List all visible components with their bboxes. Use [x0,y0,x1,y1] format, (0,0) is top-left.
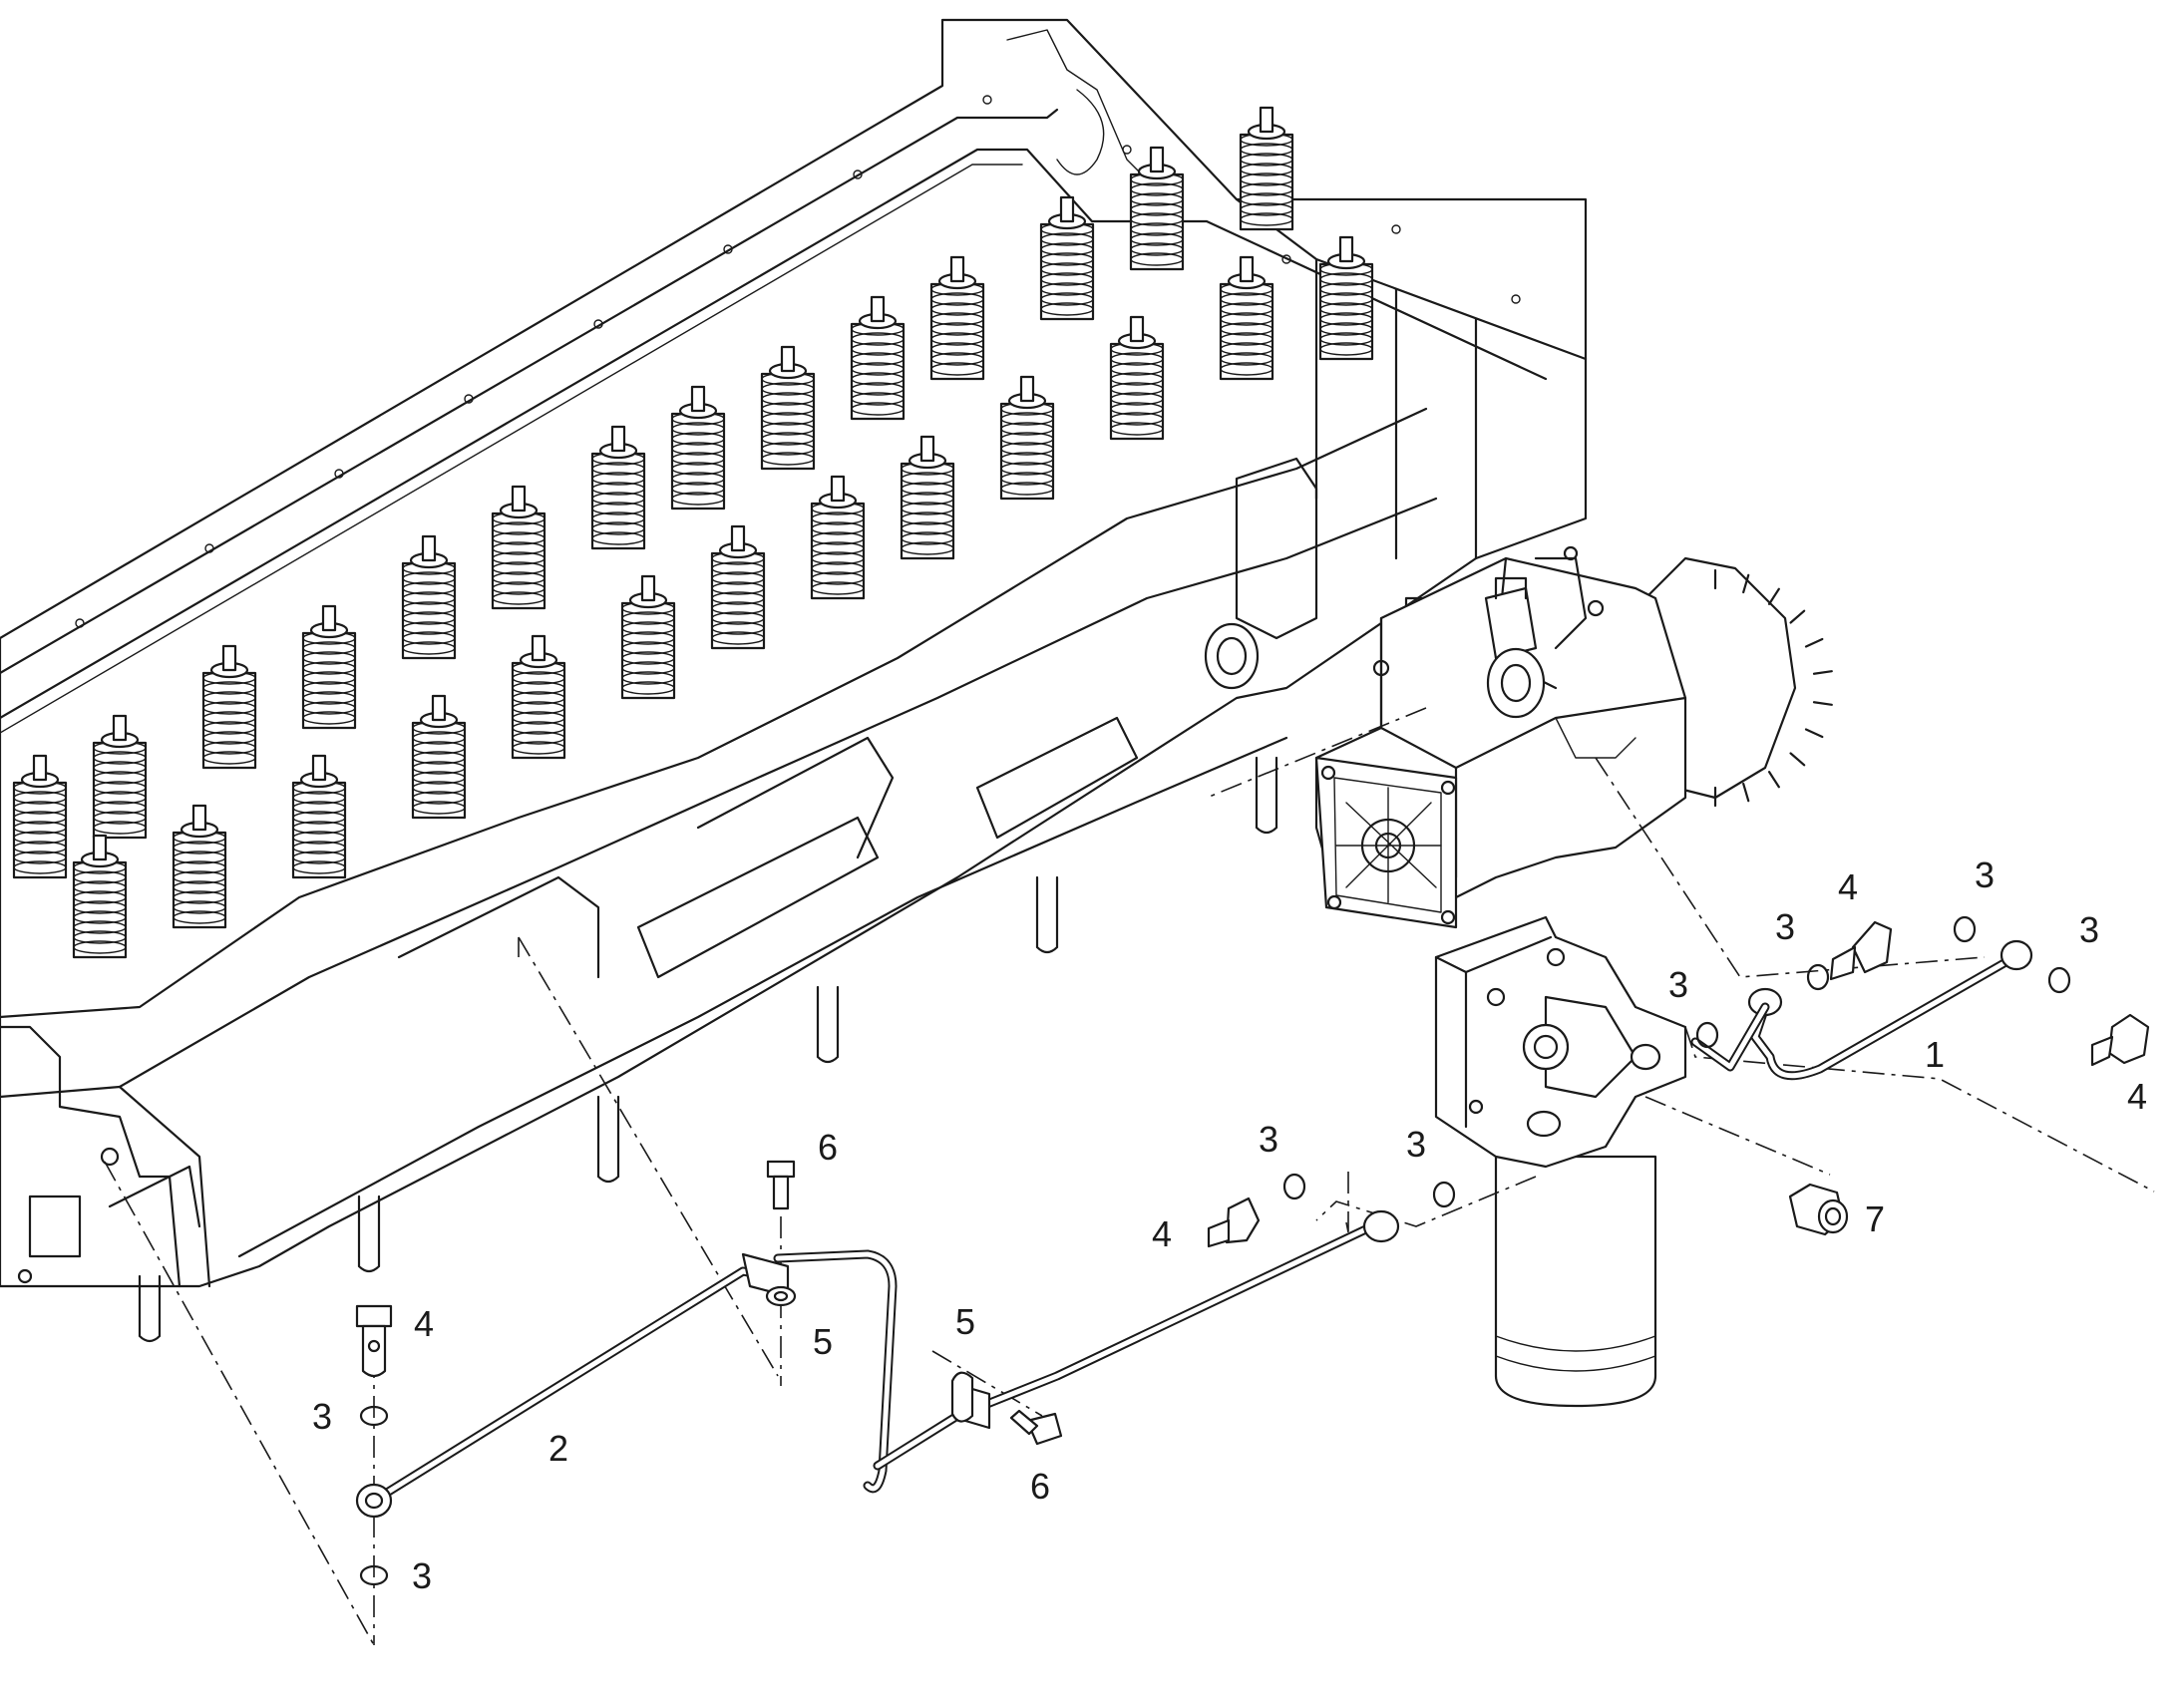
deck-bolt-holes [75,95,1521,628]
callout-5: 5 [813,1321,833,1362]
gear-tooth [1742,573,1750,594]
callout-3: 3 [1975,854,1995,895]
clamp-bolt [1009,1409,1063,1446]
valve-spring [172,804,227,929]
gear-tooth [1742,782,1750,803]
washer [359,1405,389,1427]
callout-3: 3 [412,1555,432,1596]
valve-spring [72,834,128,959]
fuel-pipe-1 [1690,939,2033,1081]
callout-3: 3 [1406,1124,1426,1165]
valve-spring [511,634,566,760]
gear-tooth [1804,728,1824,739]
valve-spring [999,375,1055,501]
fuel-filter-assembly [1434,915,1687,1408]
fuel-pipes [355,939,2033,1519]
pipe-clamp [950,1371,974,1423]
washer [1282,1173,1306,1200]
valve-spring [1239,106,1294,231]
gear-tooth [1789,609,1806,624]
callout-4: 4 [414,1303,434,1344]
callout-4: 4 [1838,866,1858,907]
valve-spring [1109,315,1165,441]
callout-7: 7 [1865,1198,1885,1239]
valve-spring [850,295,906,421]
banjo-bolt [355,1304,393,1378]
valve-spring [1318,235,1374,361]
gear-tooth [1812,701,1833,706]
callout-2: 2 [548,1428,568,1469]
valve-spring [620,574,676,700]
banjo-bolt [2090,1013,2150,1067]
valve-spring [590,425,646,550]
pipe-clamp [765,1285,797,1307]
gear-tooth [1767,587,1780,605]
callout-3: 3 [1775,906,1795,947]
washer [1432,1181,1456,1208]
part-callouts: 1 2 3 3 3 3 3 3 3 3 4 4 4 4 5 5 6 6 7 [312,854,2147,1596]
washer [359,1564,389,1586]
callout-3: 3 [1259,1119,1278,1160]
valve-spring [710,524,766,650]
valve-spring [1039,195,1095,321]
callout-3: 3 [2079,909,2099,950]
fuel-pipe-2 [355,1209,1400,1519]
small-parts [355,915,2150,1586]
callout-4: 4 [2127,1076,2147,1117]
valve-spring [929,255,985,381]
valve-spring [900,435,955,560]
gear-tooth [1789,752,1806,767]
valve-spring [1219,255,1274,381]
valve-spring [810,475,866,600]
washer [1695,1021,1719,1049]
washer [1953,915,1977,943]
valve-spring [760,345,816,471]
callout-1: 1 [1925,1034,1945,1075]
valve-spring [411,694,467,820]
valve-spring [1129,146,1185,271]
high-pressure-fuel-pump [1314,545,1833,929]
callout-6: 6 [1030,1466,1050,1507]
valve-spring [401,534,457,660]
callout-3: 3 [312,1396,332,1437]
valve-spring [670,385,726,511]
washer [2047,966,2071,994]
valve-spring [291,754,347,879]
callout-4: 4 [1152,1213,1172,1254]
clamp-bolt [766,1160,796,1210]
valve-springs [12,106,1374,959]
washer [1806,963,1830,991]
callout-6: 6 [818,1127,838,1168]
banjo-bolt [1829,920,1893,981]
valve-spring [92,714,148,840]
valve-spring [201,644,257,770]
plug [1788,1183,1849,1236]
valve-spring [12,754,68,879]
callout-5: 5 [955,1301,975,1342]
gear-tooth [1804,637,1824,648]
gear-tooth [1812,670,1833,675]
valve-spring [301,604,357,730]
callout-3: 3 [1668,964,1688,1005]
gear-tooth [1767,771,1780,789]
banjo-bolt [1207,1196,1261,1248]
valve-spring [491,485,546,610]
